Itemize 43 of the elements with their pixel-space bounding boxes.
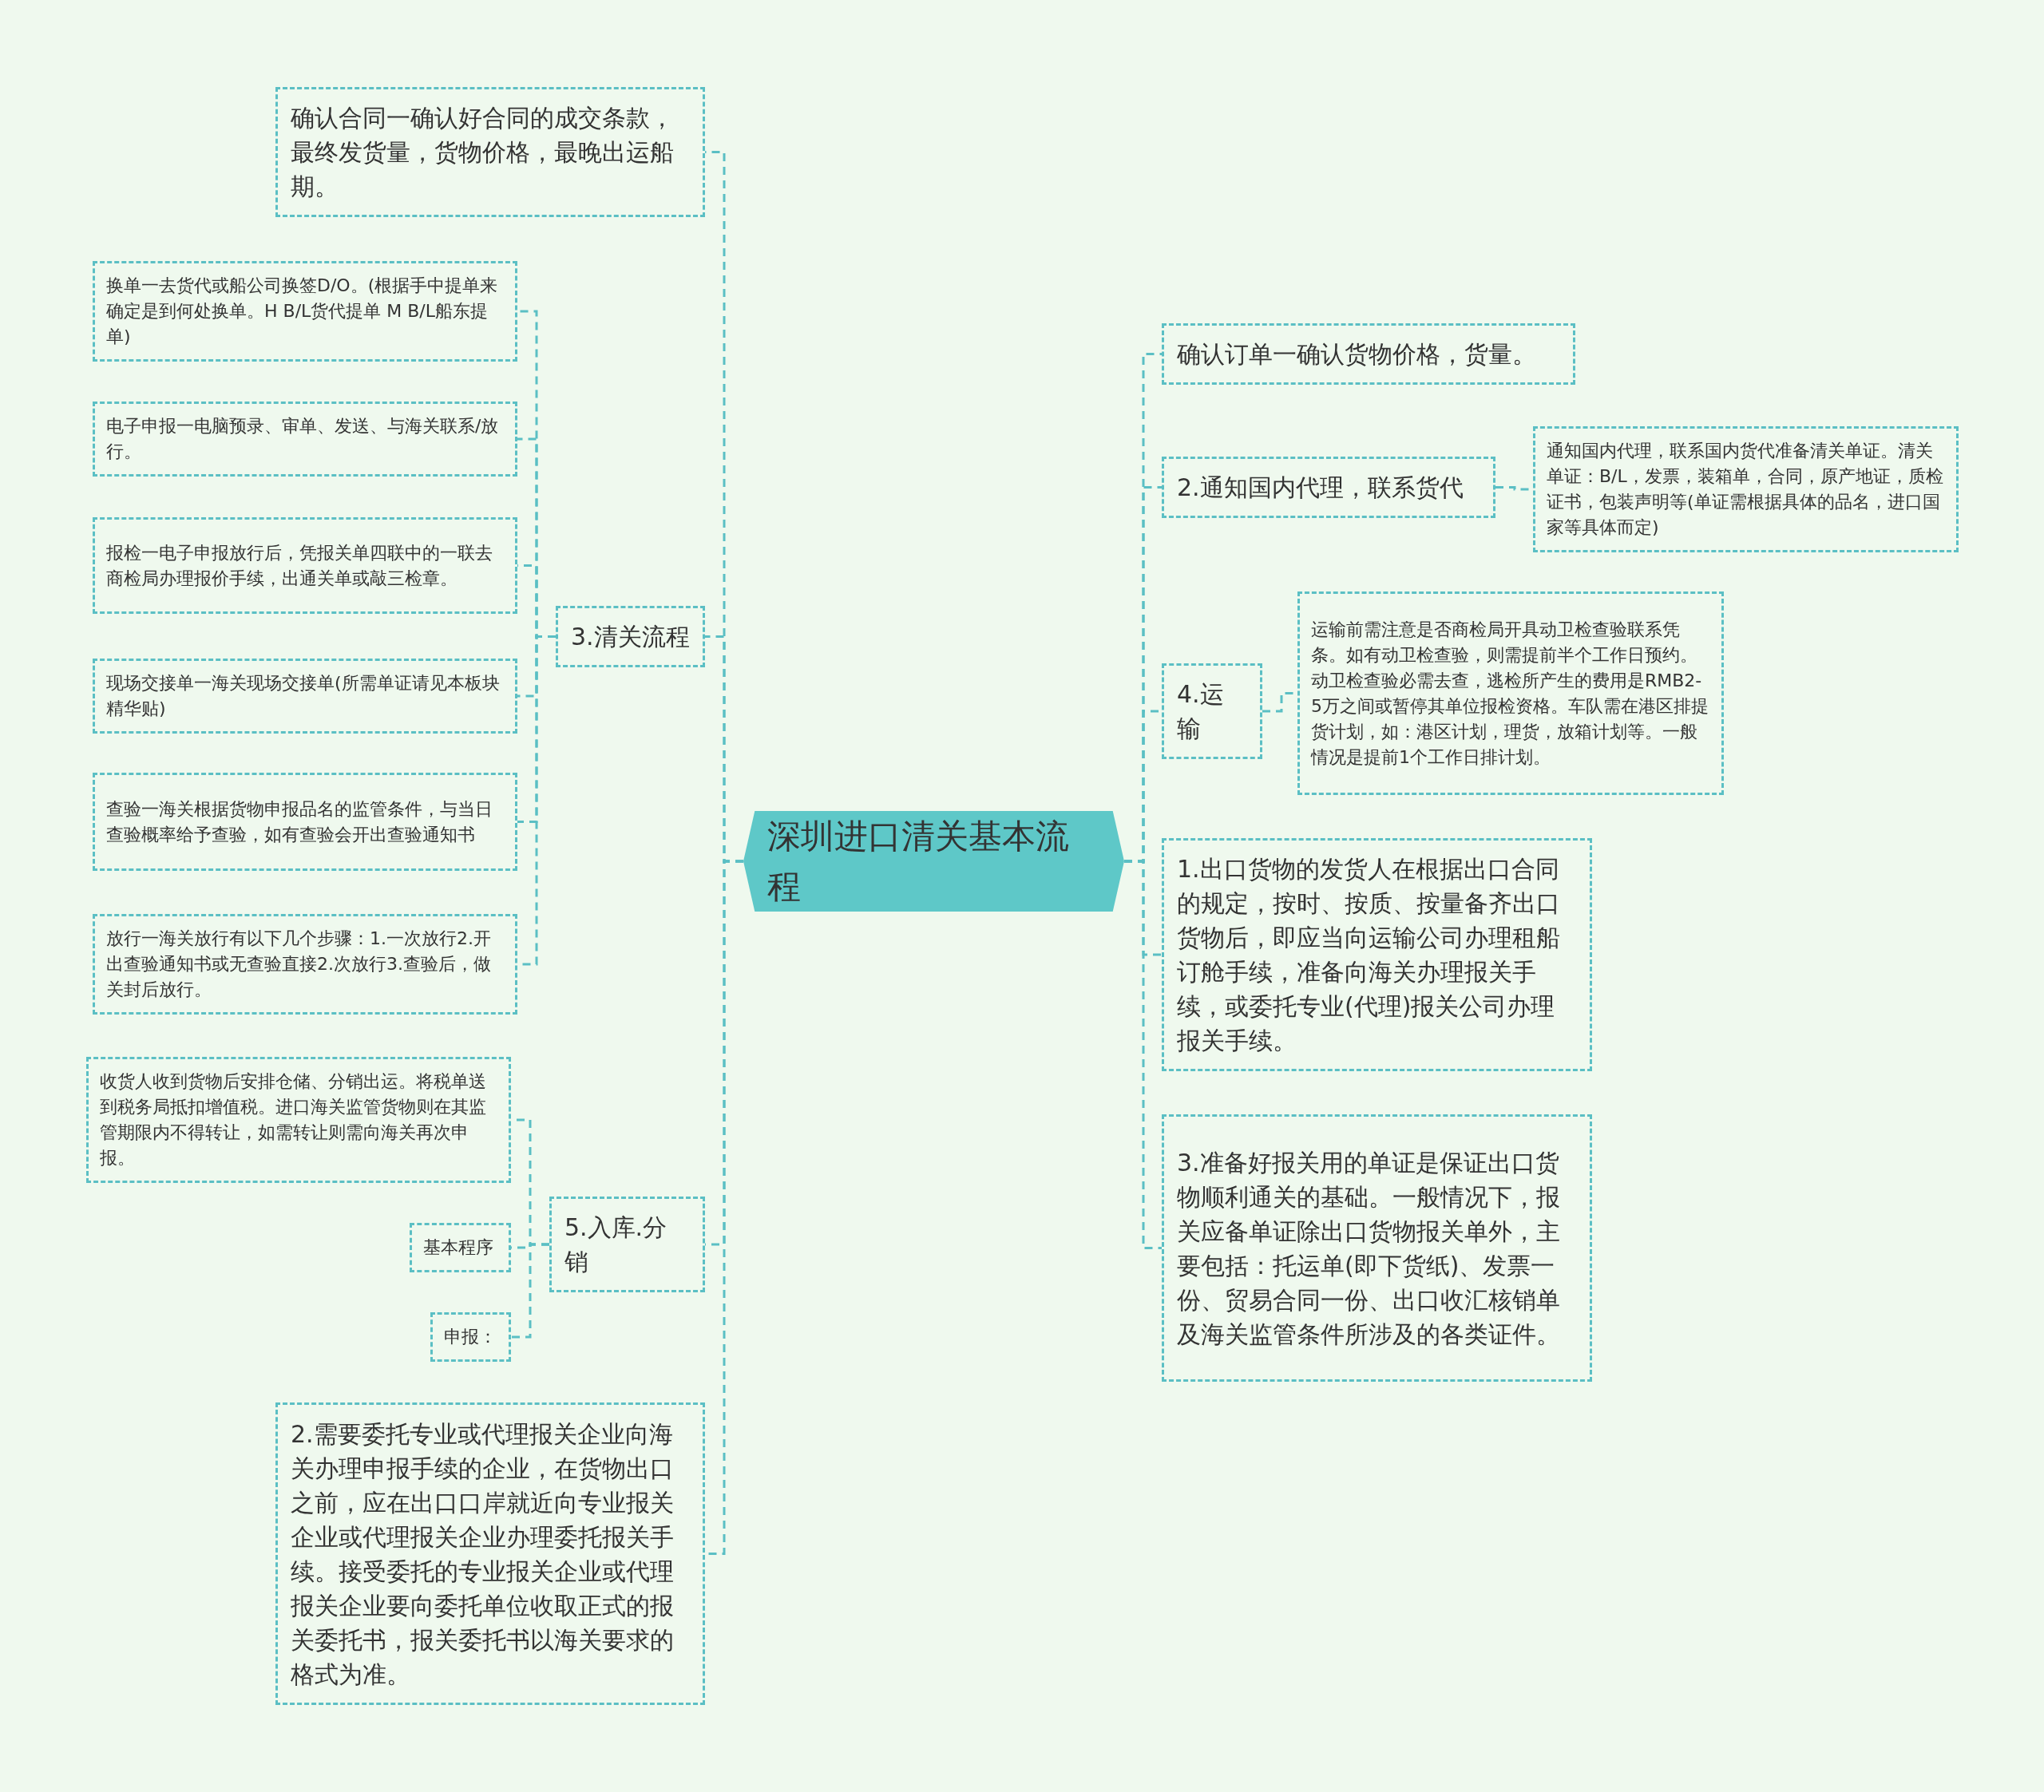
topic-box [549,1197,705,1292]
topic-text: 申报： [444,1326,497,1348]
topic-text: 放行一海关放行有以下几个步骤：1.一次放行2.开出查验通知书或无查验直接2.次放行3.查验后，做关封后放行。 [106,928,492,1001]
topic-box [275,87,705,217]
topic-text: 换单一去货代或船公司换签D/O。(根据手中提单来确定是到何处换单。H B/L货代提单 M B/L船东提单) [106,275,499,348]
topic-text: 电子申报一电脑预录、审单、发送、与海关联系/放行。 [106,415,500,463]
topic-box [1162,1114,1592,1382]
topic-text: 报检一电子申报放行后，凭报关单四联中的一联去商检局办理报价手续，出通关单或敲三检章。 [106,541,493,590]
title-text: 深圳进口清关基本流程 [767,816,1070,908]
topic-box [93,517,517,614]
topic-text: 运输前需注意是否商检局开具动卫检查验联系凭条。如有动卫检查验，则需提前半个工作日预约。动卫检查验必需去查，逃检所产生的费用是RMB2-5万之间或暂停其单位报检资格。车队需在港区排提货计划，如：港区计划，理货，放箱计划等。一般情况是提前1个工作日排计划。 [1311,618,1709,769]
topic-text: 5.入库.分销 [564,1212,668,1277]
topic-box [556,606,705,667]
topic-text: 4.运输 [1177,679,1225,744]
topic-text: 查验一海关根据货物申报品名的监管条件，与当日查验概率给予查验，如有查验会开出查验通知书 [106,797,493,846]
topic-text: 2.需要委托专业或代理报关企业向海关办理申报手续的企业，在货物出口之前，应在出口口岸就近向专业报关企业或代理报关企业办理委托报关手续。接受委托的专业报关企业或代理报关企业要向委托单位收取正式的报关委托书，报关委托书以海关要求的格式为准。 [291,1418,675,1690]
topic-box [1162,457,1495,518]
topic-box [1533,426,1959,552]
topic-text: 2.通知国内代理，联系货代 [1177,473,1464,503]
topic-box [1162,663,1262,759]
topic-box [93,914,517,1015]
topic-box [275,1402,705,1705]
topic-box [93,773,517,871]
topic-box [86,1057,511,1183]
topic-text: 通知国内代理，联系国内货代准备清关单证。清关单证：B/L，发票，装箱单，合同，原产地证，质检证书，包装声明等(单证需根据具体的品名，进口国家等具体而定) [1547,440,1944,539]
topic-box [93,659,517,734]
topic-text: 现场交接单一海关现场交接单(所需单证请见本板块精华贴) [106,672,501,720]
topic-text: 3.准备好报关用的单证是保证出口货物顺利通关的基础。一般情况下，报关应备单证除出口货物报关单外，主要包括：托运单(即下货纸)、发票一份、贸易合同一份、出口收汇核销单及海关监管条件所涉及的各类证件。 [1177,1147,1561,1350]
topic-text: 收货人收到货物后安排仓储、分销出运。将税单送到税务局抵扣增值税。进口海关监管货物则在其监管期限内不得转让，如需转让则需向海关再次申报。 [100,1070,487,1169]
topic-box [1162,323,1575,385]
topic-text: 确认合同一确认好合同的成交条款，最终发货量，货物价格，最晚出运船期。 [291,103,675,202]
connector-line [511,1243,549,1339]
topic-box [93,261,517,362]
topic-box [1162,838,1592,1071]
topic-box [410,1223,511,1272]
topic-text: 基本程序 [423,1236,494,1259]
topic-box [93,402,517,477]
topic-box [1297,591,1724,795]
central-topic [743,811,1124,912]
topic-text: 1.出口货物的发货人在根据出口合同的规定，按时、按质、按量备齐出口货物后，即应当向运输公司办理租船订舱手续，准备向海关办理报关手续，或委托专业(代理)报关公司办理报关手续。 [1177,854,1561,1056]
topic-text: 3.清关流程 [571,622,690,652]
topic-box [430,1312,511,1362]
topic-text: 确认订单一确认货物价格，货量。 [1177,339,1537,370]
